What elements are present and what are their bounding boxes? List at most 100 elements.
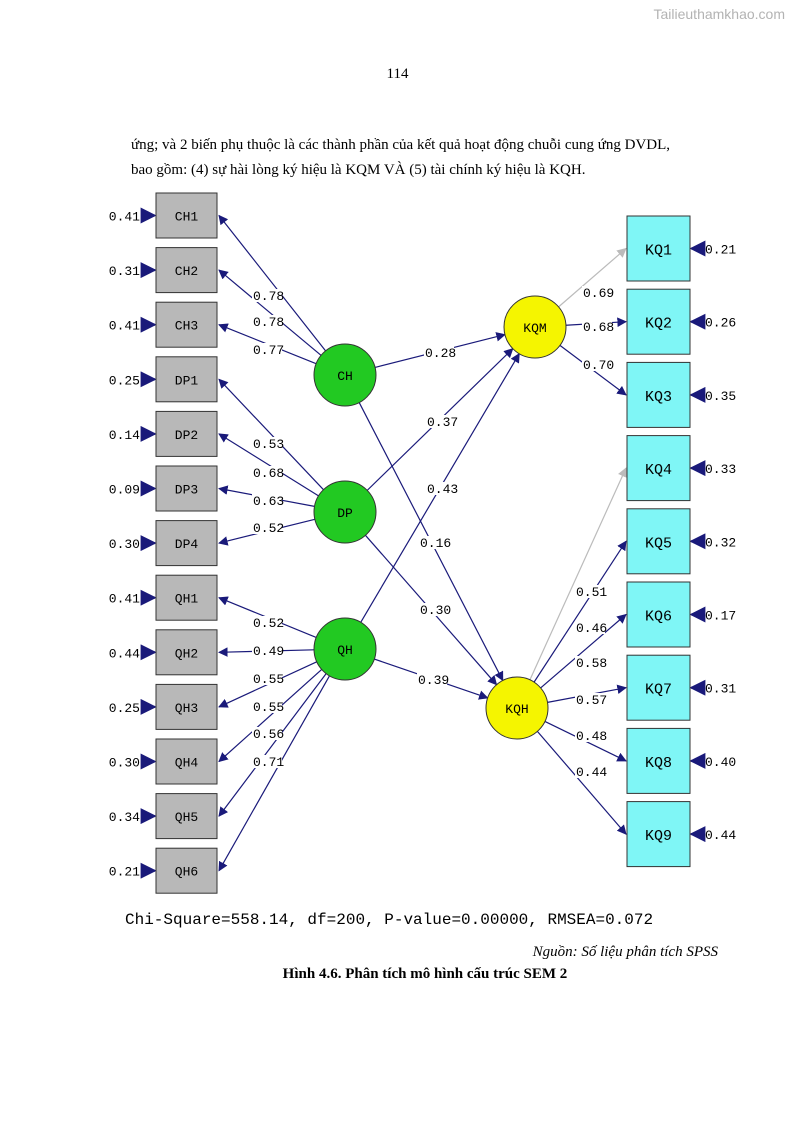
indicator-label: QH2 [175, 646, 198, 661]
indicator-label: CH1 [175, 210, 199, 225]
loading-value: 0.46 [576, 621, 607, 636]
indicator-label: KQ2 [645, 316, 672, 333]
error-variance: 0.41 [109, 319, 140, 334]
loading-value: 0.77 [253, 343, 284, 358]
indicator-box [155, 192, 218, 239]
indicator-box [155, 301, 218, 348]
label-bg [252, 521, 282, 534]
fit-statistics: Chi-Square=558.14, df=200, P-value=0.000… [125, 911, 653, 929]
path-coefficient: 0.37 [427, 415, 458, 430]
error-variance: 0.09 [109, 483, 140, 498]
label-bg [252, 700, 282, 713]
error-variance: 0.34 [109, 810, 140, 825]
path-coefficient: 0.43 [427, 482, 458, 497]
loading-value: 0.56 [253, 727, 284, 742]
loading-value: 0.53 [253, 437, 284, 452]
label-bg [426, 415, 456, 428]
indicator-box [626, 361, 691, 428]
loading-arrow [218, 378, 324, 491]
indicator-box [155, 629, 218, 676]
error-variance: 0.31 [109, 264, 140, 279]
path-coefficient: 0.30 [420, 603, 451, 618]
indicator-box [626, 654, 691, 721]
loading-value: 0.71 [253, 755, 284, 770]
indicator-label: KQ9 [645, 828, 672, 845]
error-variance: 0.25 [109, 701, 140, 716]
indicator-label: DP1 [175, 373, 199, 388]
loading-value: 0.57 [576, 693, 607, 708]
indicator-label: KQ1 [645, 243, 672, 260]
error-variance: 0.41 [109, 210, 140, 225]
indicator-box [626, 801, 691, 868]
latent-kqh [485, 676, 549, 740]
paragraph-line: bao gồm: (4) sự hài lòng ký hiệu là KQM … [131, 162, 586, 178]
loading-arrow [218, 269, 322, 356]
path-coefficient: 0.39 [418, 673, 449, 688]
label-bg [582, 286, 612, 299]
indicator-box [626, 288, 691, 355]
error-variance: 0.21 [705, 243, 736, 258]
loading-value: 0.68 [583, 320, 614, 335]
error-variance: 0.21 [109, 865, 140, 880]
label-bg [424, 346, 454, 359]
label-bg [252, 466, 282, 479]
error-variance: 0.14 [109, 428, 140, 443]
label-bg [252, 343, 282, 356]
indicator-label: DP2 [175, 428, 198, 443]
loading-value: 0.55 [253, 700, 284, 715]
label-bg [575, 656, 605, 669]
indicator-box [626, 581, 691, 648]
loading-value: 0.78 [253, 315, 284, 330]
loading-arrow [533, 540, 627, 683]
label-bg [575, 729, 605, 742]
label-bg [252, 616, 282, 629]
loading-value: 0.78 [253, 289, 284, 304]
loading-value: 0.51 [576, 585, 607, 600]
indicator-box [155, 247, 218, 294]
label-bg [575, 621, 605, 634]
error-variance: 0.30 [109, 756, 140, 771]
loading-arrow [218, 673, 327, 817]
label-bg [419, 536, 449, 549]
indicator-label: DP4 [175, 537, 199, 552]
latent-dp [313, 480, 377, 544]
label-bg [252, 755, 282, 768]
indicator-label: KQ4 [645, 462, 672, 479]
indicator-box [155, 683, 218, 730]
indicator-label: CH3 [175, 319, 198, 334]
loading-value: 0.63 [253, 494, 284, 509]
indicator-label: QH1 [175, 592, 199, 607]
loading-arrow [218, 675, 331, 872]
label-bg [252, 727, 282, 740]
watermark: Tailieuthamkhao.com [653, 6, 785, 22]
label-bg [426, 482, 456, 495]
label-bg [252, 289, 282, 302]
latent-ch [313, 343, 377, 407]
label-bg [419, 603, 449, 616]
indicator-label: KQ5 [645, 535, 672, 552]
loading-value: 0.68 [253, 466, 284, 481]
loading-arrow [536, 730, 627, 835]
paragraph: ứng; và 2 biến phụ thuộc là các thành ph… [131, 133, 741, 183]
loading-value: 0.44 [576, 765, 607, 780]
label-bg [575, 693, 605, 706]
indicator-box [626, 215, 691, 282]
latent-kqm [503, 295, 567, 359]
label-bg [575, 765, 605, 778]
indicator-label: QH4 [175, 756, 199, 771]
label-bg [252, 672, 282, 685]
indicator-box [155, 465, 218, 512]
loading-value: 0.55 [253, 672, 284, 687]
indicator-label: KQ8 [645, 755, 672, 772]
error-variance: 0.35 [705, 389, 736, 404]
loading-value: 0.58 [576, 656, 607, 671]
label-bg [417, 673, 447, 686]
indicator-box [626, 508, 691, 575]
indicator-box [155, 793, 218, 840]
latent-label: DP [337, 506, 353, 521]
path-coefficient: 0.16 [420, 536, 451, 551]
error-variance: 0.44 [705, 828, 736, 843]
indicator-label: QH6 [175, 865, 198, 880]
label-bg [582, 320, 612, 333]
indicator-box [155, 520, 218, 567]
